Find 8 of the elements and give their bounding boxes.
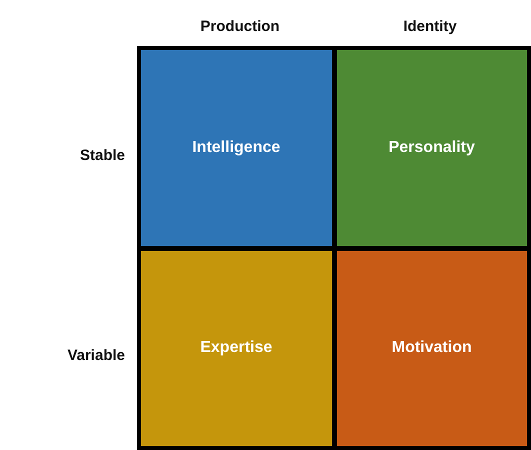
row-header: Stable bbox=[78, 146, 125, 166]
row-header: Variable bbox=[66, 346, 125, 366]
quadrant-box: Expertise bbox=[141, 250, 332, 446]
column-header: Identity bbox=[402, 17, 458, 37]
quadrant-box: Personality bbox=[336, 50, 527, 246]
column-header: Production bbox=[199, 17, 281, 37]
quadrant-box: Motivation bbox=[336, 250, 527, 446]
quadrant-box: Intelligence bbox=[141, 50, 332, 246]
